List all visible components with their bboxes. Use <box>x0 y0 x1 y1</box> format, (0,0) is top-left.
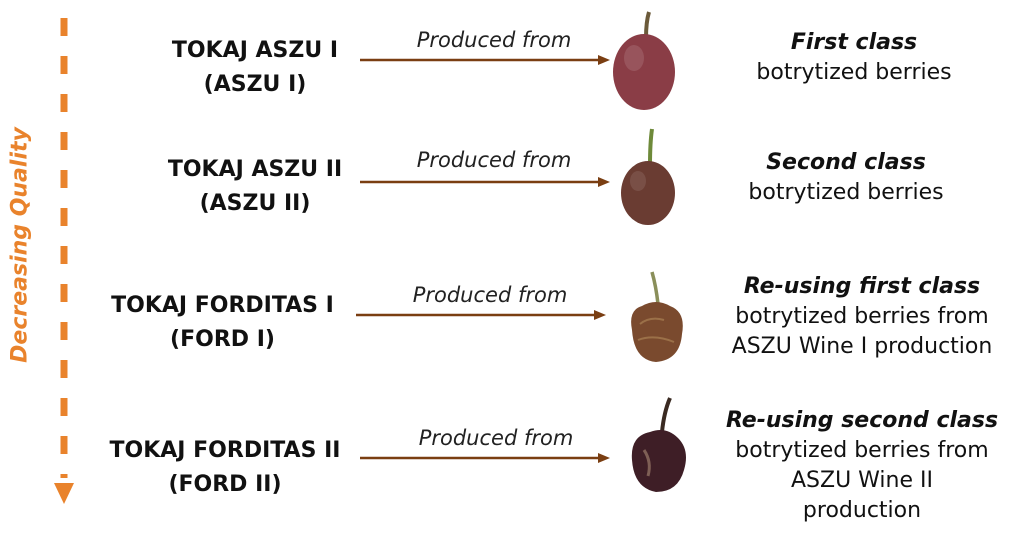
wine-name: TOKAJ FORDITAS II (FORD II) <box>90 434 360 502</box>
arrow-icon <box>360 55 610 65</box>
berry-class-label: Re-using first class <box>743 274 981 299</box>
berry-description: First class botrytized berries <box>756 28 951 88</box>
berry-desc-line: production <box>802 498 922 523</box>
berry-description: Re-using first class botrytized berries … <box>732 272 993 362</box>
berry-description: Re-using second class botrytized berries… <box>726 406 998 526</box>
produced-from-label: Produced from <box>412 283 568 307</box>
wine-name-line1: TOKAJ ASZU I <box>171 38 339 63</box>
axis-label: Decreasing Quality <box>7 127 33 363</box>
berry-desc-line: botrytized berries <box>756 60 952 85</box>
dashed-arrow-icon <box>54 18 74 504</box>
wine-name-line2: (FORD I) <box>170 327 275 352</box>
berry-desc-line: ASZU Wine I production <box>731 334 993 359</box>
produced-from-label: Produced from <box>416 28 572 52</box>
wine-name: TOKAJ ASZU II (ASZU II) <box>145 153 365 221</box>
arrow-icon <box>360 177 610 187</box>
berry-desc-line: ASZU Wine II <box>790 468 933 493</box>
quality-axis: Decreasing Quality <box>0 0 110 549</box>
wine-name: TOKAJ ASZU I (ASZU I) <box>150 34 360 102</box>
berry-class-label: First class <box>790 30 918 55</box>
produced-from-label: Produced from <box>418 426 574 450</box>
grape-berry-image <box>631 397 686 492</box>
wine-name: TOKAJ FORDITAS I (FORD I) <box>90 289 355 357</box>
berry-description: Second class botrytized berries <box>748 148 943 208</box>
wine-name-line2: (ASZU I) <box>203 72 307 97</box>
wine-name-line2: (ASZU II) <box>199 191 311 216</box>
grape-berry-image <box>621 128 675 225</box>
wine-name-line1: TOKAJ FORDITAS II <box>109 438 341 463</box>
berry-class-label: Re-using second class <box>725 408 999 433</box>
arrow-icon <box>360 453 610 463</box>
wine-name-line2: (FORD II) <box>168 472 282 497</box>
wine-name-line1: TOKAJ FORDITAS I <box>111 293 334 318</box>
berry-desc-line: botrytized berries from <box>735 438 989 463</box>
berry-class-label: Second class <box>766 150 926 175</box>
grape-berry-image <box>631 271 683 362</box>
produced-from-label: Produced from <box>416 148 572 172</box>
grape-berry-image <box>613 11 675 110</box>
berry-desc-line: botrytized berries <box>748 180 944 205</box>
arrow-icon <box>356 310 606 320</box>
berry-desc-line: botrytized berries from <box>735 304 989 329</box>
wine-name-line1: TOKAJ ASZU II <box>167 157 343 182</box>
